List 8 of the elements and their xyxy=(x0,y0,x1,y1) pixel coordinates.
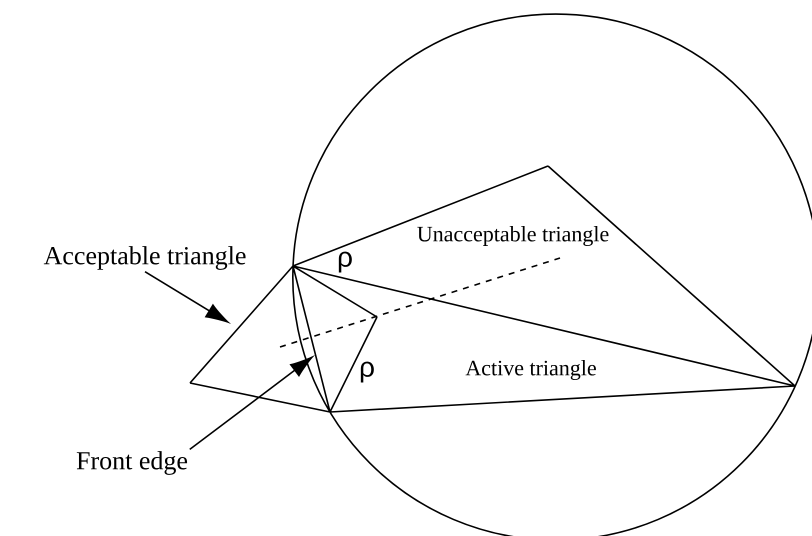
triangle-label: Unacceptable triangle xyxy=(417,226,608,246)
leader-arrow xyxy=(189,356,313,450)
triangle-label: Active triangle xyxy=(466,360,596,380)
leader-arrow xyxy=(144,270,228,323)
callout-text: Acceptable triangle xyxy=(44,246,246,270)
callout-text: Front edge xyxy=(76,451,188,475)
angle-symbol: ρ xyxy=(358,360,376,384)
angle-symbol: ρ xyxy=(336,250,354,274)
